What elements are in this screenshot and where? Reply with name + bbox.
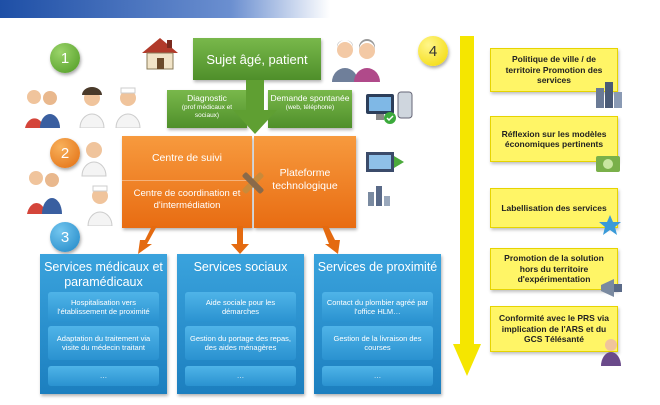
staff-icon xyxy=(27,142,113,226)
step-1-badge: 1 xyxy=(50,43,80,73)
label-seal-icon xyxy=(599,215,621,235)
plateforme-block: Plateforme technologique xyxy=(254,136,356,228)
megaphone-icon xyxy=(601,279,622,297)
side-box-conformite: Conformité avec le PRS via implication d… xyxy=(490,306,618,352)
diagnostic-subtitle: (prof médicaux et sociaux) xyxy=(181,104,233,119)
centre-coordination-label: Centre de coordination et d'intermédiati… xyxy=(133,188,241,211)
services-sociaux-title: Services sociaux xyxy=(193,260,288,274)
header-bar xyxy=(0,0,330,18)
side-box-politique: Politique de ville / de territoire Promo… xyxy=(490,48,618,92)
official-person-icon xyxy=(601,339,621,366)
services-proximite-column: Services de proximité Contact du plombie… xyxy=(314,254,441,394)
side-box-modeles: Réflexion sur les modèles économiques pe… xyxy=(490,116,618,162)
elderly-couple-icon xyxy=(332,39,380,82)
yellow-down-arrow xyxy=(453,36,481,376)
services-sociaux-column: Services sociaux Aide sociale pour les d… xyxy=(177,254,304,394)
centre-suivi-label: Centre de suivi xyxy=(122,136,252,181)
step-4-badge: 4 xyxy=(418,36,448,66)
demande-title: Demande spontanée xyxy=(270,93,350,103)
plateforme-label: Plateforme technologique xyxy=(272,167,338,192)
step-2-badge: 2 xyxy=(50,138,80,168)
list-item: Adaptation du traitement via visite du m… xyxy=(48,326,159,360)
list-item: … xyxy=(185,366,296,386)
side-box-labellisation: Labellisation des services xyxy=(490,188,618,228)
list-item: Aide sociale pour les démarches xyxy=(185,292,296,322)
patient-box: Sujet âgé, patient xyxy=(193,38,321,80)
city-icon xyxy=(596,82,622,108)
services-medicaux-title: Services médicaux et paramédicaux xyxy=(44,260,163,289)
monitoring-icon xyxy=(366,152,404,206)
house-icon xyxy=(142,38,178,70)
devices-icon xyxy=(366,91,413,124)
list-item: … xyxy=(48,366,159,386)
services-medicaux-column: Services médicaux et paramédicaux Hospit… xyxy=(40,254,167,394)
list-item: Gestion de la livraison des courses xyxy=(322,326,433,360)
orange-arrows xyxy=(138,226,340,254)
centre-block: Centre de suivi Centre de coordination e… xyxy=(122,136,252,228)
diagnostic-title: Diagnostic xyxy=(187,93,227,103)
step-3-badge: 3 xyxy=(50,222,80,252)
services-proximite-title: Services de proximité xyxy=(317,260,438,274)
demande-subtitle: (web, téléphone) xyxy=(285,104,335,111)
list-item: Hospitalisation vers l'établissement de … xyxy=(48,292,159,322)
tools-icon xyxy=(242,172,264,194)
professionals-icon xyxy=(25,87,141,128)
list-item: Contact du plombier agréé par l'office H… xyxy=(322,292,433,322)
money-icon xyxy=(596,156,620,172)
list-item: … xyxy=(322,366,433,386)
demande-box: Demande spontanée (web, téléphone) xyxy=(268,90,352,128)
side-box-promotion: Promotion de la solution hors du territo… xyxy=(490,248,618,290)
diagnostic-box: Diagnostic (prof médicaux et sociaux) xyxy=(167,90,247,128)
down-arrow-icon xyxy=(233,80,277,134)
list-item: Gestion du portage des repas, des aides … xyxy=(185,326,296,360)
